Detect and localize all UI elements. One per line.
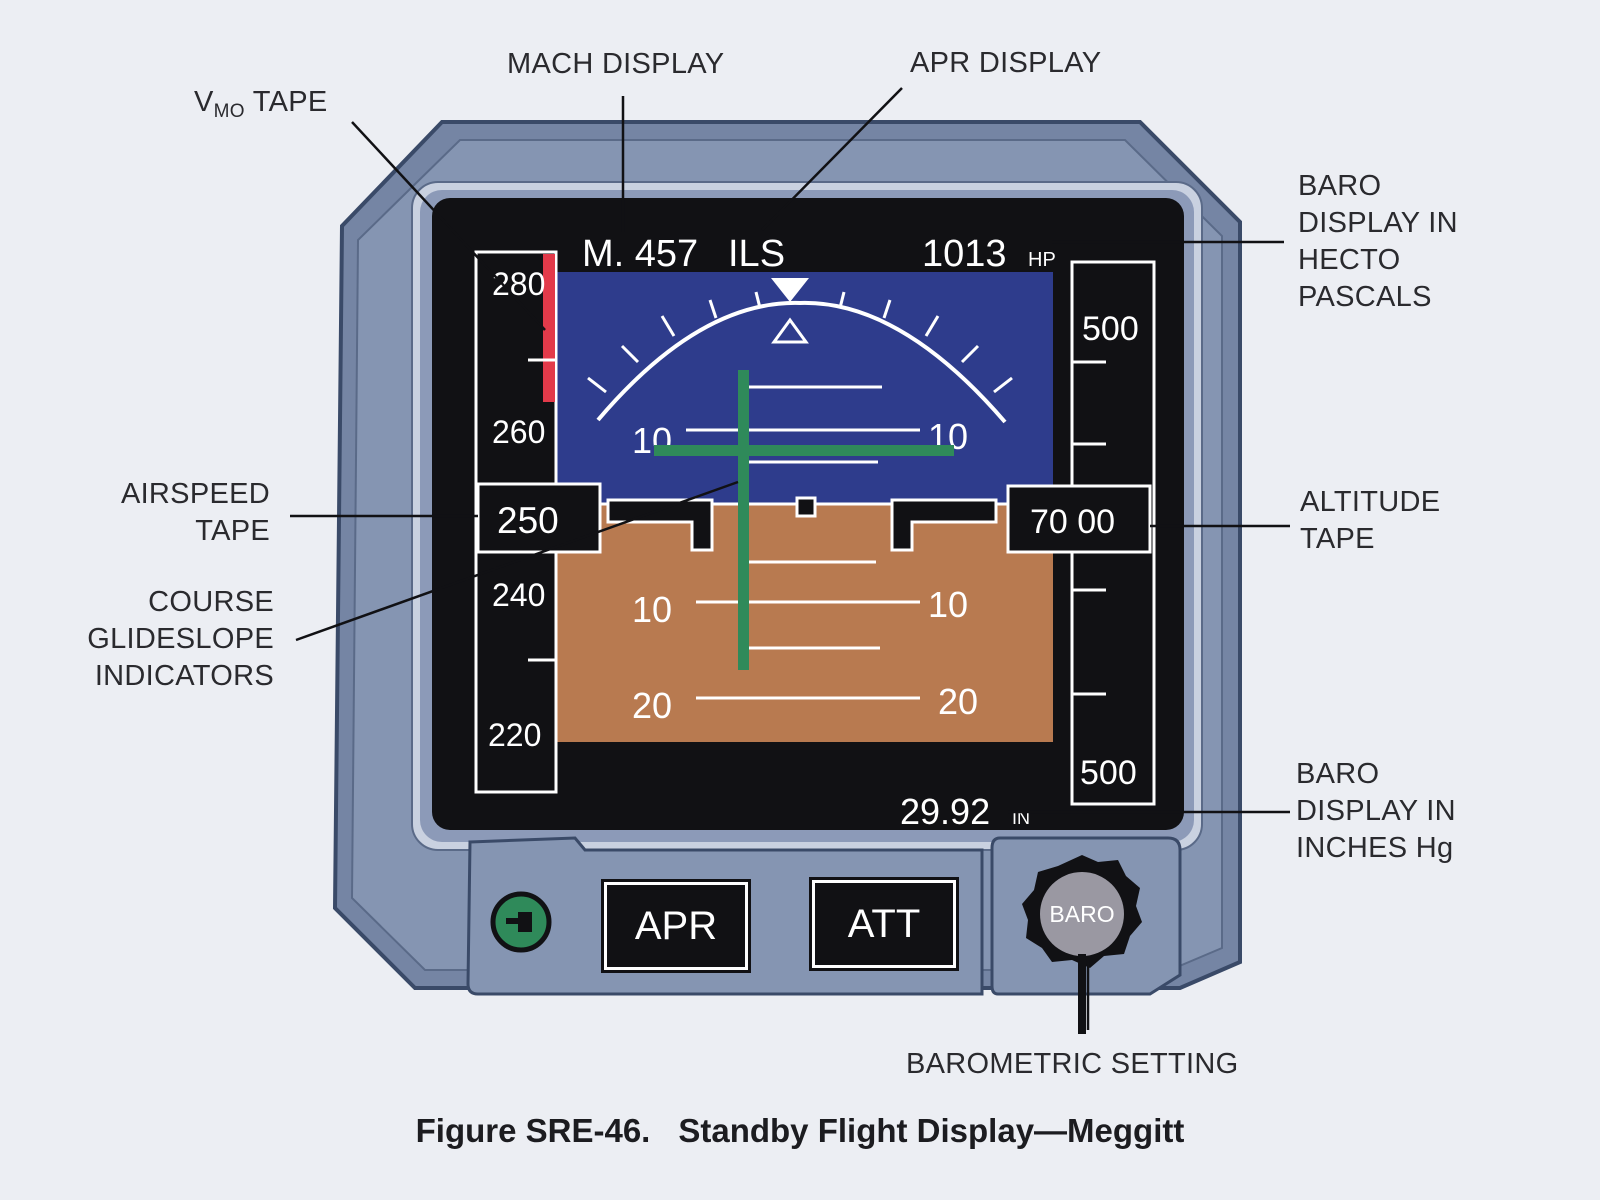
baro-inhg-line-3: INCHES Hg	[1296, 832, 1454, 864]
callout-baro-inhg: BARO DISPLAY IN INCHES Hg	[1296, 756, 1456, 867]
mach-readout: M. 457	[582, 233, 698, 275]
att-button[interactable]: ATT	[809, 877, 959, 971]
baro-hpa-line-3: HECTO	[1298, 244, 1401, 276]
baro-knob[interactable]: BARO	[1040, 872, 1124, 956]
altitude-tape-line-2: TAPE	[1300, 523, 1375, 555]
pitch-label-down10-left: 10	[632, 589, 672, 630]
airspeed-tick-240: 240	[492, 577, 545, 613]
vmo-label-sub: MO	[213, 101, 245, 122]
pitch-ladder	[686, 385, 920, 700]
baro-hpa-line-1: BARO	[1298, 170, 1382, 202]
baro-inhg-line-1: BARO	[1296, 758, 1380, 790]
roll-arc	[596, 300, 1007, 424]
pitch-label-down20-right: 20	[938, 681, 978, 722]
baro-inhg-unit: IN	[1012, 808, 1030, 828]
airspeed-readout: 250	[497, 500, 559, 541]
course-line-1: COURSE	[148, 586, 274, 618]
roll-pointer-bottom	[771, 317, 809, 344]
callout-airspeed-tape: AIRSPEED TAPE	[92, 476, 270, 550]
baro-knob-face	[1040, 872, 1124, 956]
altitude-tick-500-top: 500	[1082, 310, 1139, 348]
baro-knob-groove	[1078, 954, 1086, 1034]
callout-course-glideslope: COURSE GLIDESLOPE INDICATORS	[60, 584, 274, 695]
roll-ticks	[587, 291, 1013, 394]
baro-hpa-line-2: DISPLAY IN	[1298, 207, 1458, 239]
figure-number: Figure SRE-46.	[415, 1112, 651, 1149]
callout-mach-display: MACH DISPLAY	[507, 48, 725, 80]
course-glideslope-indicators	[654, 370, 954, 670]
airspeed-tick-280: 280	[492, 266, 545, 302]
airspeed-tape-line-1: AIRSPEED	[120, 478, 270, 510]
callout-vmo-tape: VMO TAPE	[194, 84, 328, 130]
course-deviation-bar	[738, 370, 749, 670]
airspeed-tick-260: 260	[492, 414, 545, 450]
baro-inhg-readout: 29.92	[900, 791, 990, 832]
callout-apr-display: APR DISPLAY	[910, 47, 1102, 79]
altitude-tape-line-1: ALTITUDE	[1300, 486, 1441, 518]
att-button-label: ATT	[847, 901, 921, 946]
figure-title: Standby Flight Display—Meggitt	[678, 1112, 1185, 1149]
altitude-readout-box	[1006, 484, 1152, 554]
pitch-label-down20-left: 20	[632, 685, 672, 726]
pitch-label-down10-right: 10	[928, 584, 968, 625]
apr-button-label: APR	[634, 903, 718, 948]
baro-hpa-unit: HP	[1028, 249, 1056, 271]
vmo-label-tail: TAPE	[244, 86, 328, 118]
apr-mode-readout: ILS	[728, 233, 785, 275]
baro-hpa-readout: 1013	[922, 233, 1007, 275]
airspeed-tick-220: 220	[488, 717, 541, 753]
altitude-tick-500-bottom: 500	[1080, 754, 1137, 792]
baro-knob-label: BARO	[1049, 900, 1115, 927]
baro-inhg-line-2: DISPLAY IN	[1296, 795, 1456, 827]
glideslope-bar	[654, 445, 954, 456]
airspeed-tape-line-2: TAPE	[195, 515, 270, 547]
baro-hpa-line-4: PASCALS	[1298, 281, 1432, 313]
callout-altitude-tape: ALTITUDE TAPE	[1300, 484, 1440, 558]
roll-pointer-top	[771, 278, 809, 302]
status-light-glyph	[518, 912, 532, 932]
callout-barometric-setting: BAROMETRIC SETTING	[906, 1048, 1239, 1080]
status-light-glyph-bar	[506, 918, 520, 924]
course-line-3: INDICATORS	[94, 660, 274, 692]
course-line-2: GLIDESLOPE	[87, 623, 274, 655]
vmo-label-main: V	[194, 86, 214, 118]
apr-button[interactable]: APR	[601, 879, 751, 973]
vmo-red-band	[543, 254, 555, 402]
figure-caption: Figure SRE-46. Standby Flight Display—Meg…	[0, 1112, 1600, 1150]
altitude-readout: 70 00	[1030, 503, 1115, 541]
callout-baro-hpa: BARO DISPLAY IN HECTO PASCALS	[1298, 168, 1458, 316]
